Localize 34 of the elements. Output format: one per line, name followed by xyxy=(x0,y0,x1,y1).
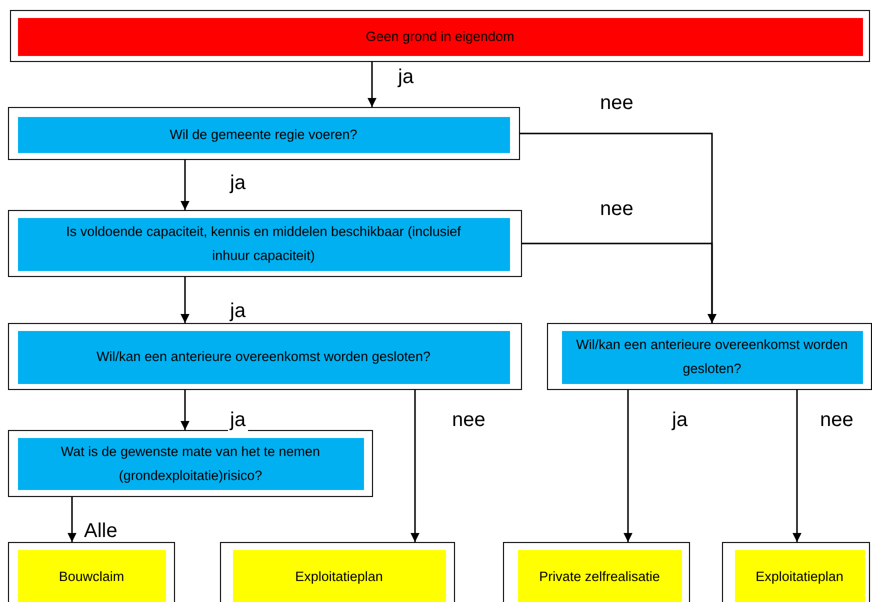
arrow xyxy=(180,160,190,210)
edge-label: ja xyxy=(396,66,416,88)
question-box xyxy=(547,323,872,390)
arrow xyxy=(522,242,716,323)
box-text: Exploitatieplan xyxy=(232,550,446,602)
arrow xyxy=(792,390,802,542)
start-box xyxy=(10,10,870,62)
question-box xyxy=(8,430,373,497)
box-text: Exploitatieplan xyxy=(734,550,864,602)
edge-label: ja xyxy=(228,172,248,194)
arrow xyxy=(180,277,190,323)
question-box xyxy=(8,107,520,160)
arrow xyxy=(180,390,190,430)
box-text: Wil de gemeente regie voeren? xyxy=(18,116,510,152)
outcome-box xyxy=(8,542,175,602)
box-text: Private zelfrealisatie xyxy=(518,550,682,602)
outcome-box xyxy=(220,542,455,602)
edge-label: ja xyxy=(670,409,690,431)
arrow xyxy=(410,390,420,542)
question-box xyxy=(8,210,522,277)
box-text: Wil/kan een anterieure overeenkomst worden gesloten? xyxy=(18,330,510,384)
box-text: Wil/kan een anterieure overeenkomst worden gesloten? xyxy=(562,330,862,384)
outcome-box xyxy=(503,542,690,602)
arrow xyxy=(68,497,76,542)
outcome-box xyxy=(722,542,870,602)
arrow xyxy=(368,62,376,107)
edge-label: ja xyxy=(228,300,248,322)
box-text: Is voldoende capaciteit, kennis en middelen beschikbaar (inclusief inhuur capaciteit) xyxy=(18,218,510,270)
question-box xyxy=(8,323,522,390)
box-text: Geen grond in eigendom xyxy=(18,18,862,56)
box-text: Bouwclaim xyxy=(18,550,166,602)
box-text: Wat is de gewenste mate van het te nemen (grondexploitatie)risico? xyxy=(18,438,364,490)
edge-label: ja xyxy=(228,409,248,431)
arrow xyxy=(624,390,632,542)
